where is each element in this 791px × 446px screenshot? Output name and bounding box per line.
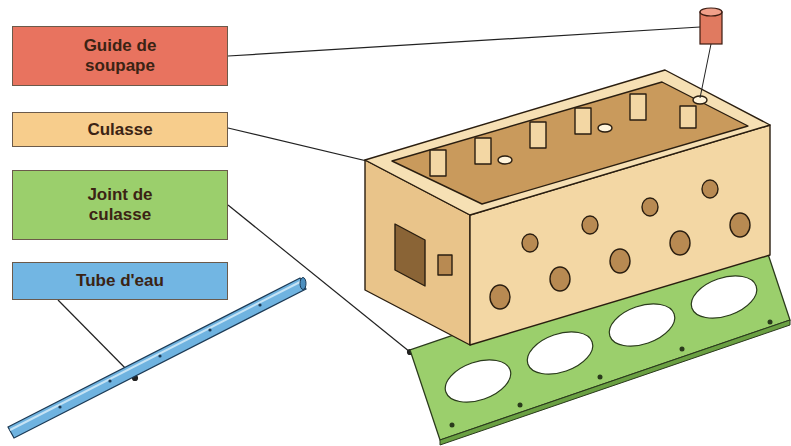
head-port xyxy=(438,255,452,275)
head-hole xyxy=(642,198,658,216)
part-name: Tube d'eau xyxy=(76,271,164,291)
gasket-hole xyxy=(450,423,455,428)
head-hole xyxy=(490,285,510,309)
tube-hole xyxy=(258,303,261,306)
front-holes xyxy=(490,180,750,309)
leader-line xyxy=(58,300,135,378)
rocker-towers xyxy=(430,94,696,176)
valve-seat xyxy=(498,156,512,164)
gasket-hole xyxy=(598,375,603,380)
gasket-hole xyxy=(768,320,773,325)
head-top-rim xyxy=(365,70,770,215)
part-name: Culasse xyxy=(87,120,152,140)
head-hole xyxy=(702,180,718,198)
guide-top xyxy=(700,8,722,16)
label-box: Guide de soupape xyxy=(12,26,228,86)
part-name: Joint de culasse xyxy=(65,185,175,225)
rocker-tower xyxy=(530,122,546,148)
leader-line xyxy=(228,27,700,56)
gasket-bore xyxy=(604,296,681,354)
tube-hole xyxy=(58,405,61,408)
tube-end xyxy=(300,278,306,290)
rocker-tower xyxy=(475,138,491,164)
head-hole xyxy=(550,267,570,291)
guide-axis xyxy=(700,44,711,98)
tube-holes xyxy=(58,303,261,408)
label-box: Tube d'eau xyxy=(12,262,228,300)
tube-hole xyxy=(208,328,211,331)
label-box: Culasse xyxy=(12,112,228,147)
label-box: Joint de culasse xyxy=(12,170,228,240)
head-port xyxy=(395,224,425,286)
gasket-hole xyxy=(518,403,523,408)
head-hole xyxy=(670,231,690,255)
gasket-bore xyxy=(522,324,599,382)
tube-highlight xyxy=(10,281,302,430)
tube-hole xyxy=(108,379,111,382)
gasket-bore xyxy=(440,352,517,410)
rocker-tower xyxy=(430,150,446,176)
water-tube xyxy=(8,278,306,439)
head-hole xyxy=(522,234,538,252)
tube-hole xyxy=(158,354,161,357)
valve-guide xyxy=(700,8,722,98)
head-top-well xyxy=(392,82,748,204)
gasket-hole xyxy=(680,347,685,352)
head-hole xyxy=(610,249,630,273)
tube-body xyxy=(8,278,306,438)
head-hole xyxy=(730,213,750,237)
rocker-tower xyxy=(680,106,696,128)
valve-seats xyxy=(498,96,707,164)
rocker-tower xyxy=(575,108,591,134)
valve-seat xyxy=(598,124,612,132)
head-hole xyxy=(582,216,598,234)
rocker-tower xyxy=(630,94,646,120)
guide-body xyxy=(700,12,722,44)
cylinder-head xyxy=(365,70,770,345)
part-name: Guide de soupape xyxy=(65,36,175,76)
